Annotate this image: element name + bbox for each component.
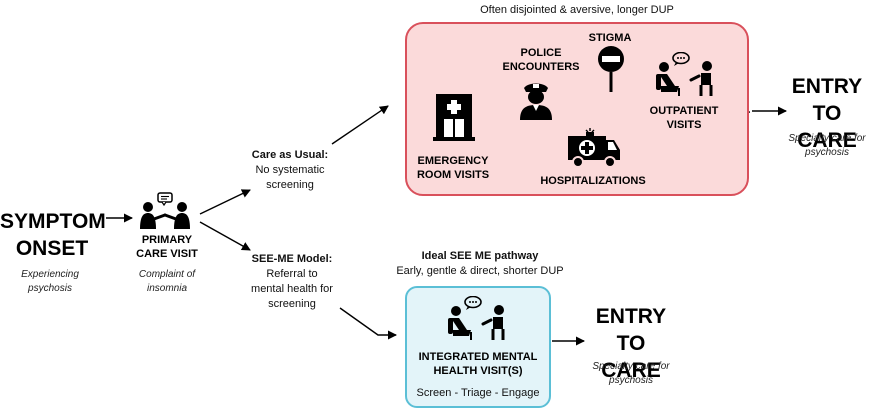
emergency-room-line2: ROOM VISITS	[416, 169, 490, 181]
entry-to-care-bottom-note-line2: psychosis	[609, 375, 653, 386]
see-me-pathway-desc: Early, gentle & direct, shorter DUP	[396, 265, 564, 277]
integrated-visit-label: INTEGRATED MENTAL HEALTH VISIT(S)	[405, 350, 551, 378]
entry-to-care-top-note-line1: Specialty care for	[788, 133, 866, 144]
entry-to-care-bottom: ENTRY TO CARE	[586, 303, 676, 384]
see-me-pathway-title: Ideal SEE ME pathway	[421, 250, 539, 262]
arrow-primary-to-seeme	[199, 221, 251, 251]
see-me-desc-line1: Referral to	[266, 268, 318, 280]
symptom-onset-subtitle-line1: Experiencing	[21, 269, 79, 280]
primary-care-label-line2: CARE VISIT	[136, 248, 198, 260]
hospitalizations-label: HOSPITALIZATIONS	[540, 175, 646, 187]
primary-care-note: Complaint of insomnia	[122, 268, 212, 296]
outpatient-therapy-icon	[656, 52, 713, 96]
outpatient-visits-line2: VISITS	[666, 119, 702, 131]
symptom-onset-title: SYMPTOM ONSET	[0, 208, 106, 262]
see-me-desc-line3: screening	[268, 298, 316, 310]
integrated-visit-line2: HEALTH VISIT(S)	[433, 365, 523, 377]
no-entry-sign-icon	[598, 46, 624, 92]
entry-to-care-bottom-note-line1: Specialty care for	[592, 361, 670, 372]
outpatient-visits-label: OUTPATIENT VISITS	[638, 104, 730, 132]
emergency-room-label: EMERGENCY ROOM VISITS	[408, 154, 498, 182]
ambulance-icon	[568, 128, 620, 168]
police-officer-icon	[520, 83, 552, 120]
entry-to-care-top: ENTRY TO CARE	[784, 73, 870, 154]
doctor-patient-icon	[140, 192, 190, 229]
see-me-text: SEE-ME Model: Referral to mental health …	[240, 252, 344, 312]
primary-care-label: PRIMARY CARE VISIT	[122, 233, 212, 261]
primary-care-note-line2: insomnia	[146, 283, 188, 294]
entry-to-care-top-line2: TO CARE	[797, 102, 857, 152]
police-encounters-line2: ENCOUNTERS	[502, 61, 580, 73]
care-as-usual-desc-line2: screening	[266, 179, 314, 191]
arrow-usual-to-box	[331, 105, 389, 145]
integrated-visit-steps: Screen - Triage - Engage	[416, 387, 540, 399]
care-as-usual-caption: Often disjointed & aversive, longer DUP	[480, 4, 674, 16]
care-as-usual-text: Care as Usual: No systematic screening	[240, 148, 340, 193]
symptom-onset-subtitle-line2: psychosis	[28, 283, 72, 294]
entry-to-care-top-note: Specialty care for psychosis	[784, 132, 870, 160]
entry-to-care-top-note-line2: psychosis	[805, 147, 849, 158]
police-encounters-line1: POLICE	[520, 47, 562, 59]
primary-care-note-line1: Complaint of	[138, 269, 196, 280]
outpatient-visits-line1: OUTPATIENT	[649, 105, 719, 117]
care-as-usual-desc-line1: No systematic	[255, 164, 325, 176]
arrow-seeme-to-box	[339, 307, 397, 340]
primary-care-label-line1: PRIMARY	[141, 234, 193, 246]
emergency-room-line1: EMERGENCY	[417, 155, 489, 167]
integrated-visit-icon	[448, 296, 505, 340]
care-as-usual-title: Care as Usual:	[251, 149, 329, 161]
police-encounters-label: POLICE ENCOUNTERS	[496, 46, 586, 74]
entry-to-care-bottom-line2: TO CARE	[601, 332, 661, 382]
symptom-onset-line2: ONSET	[15, 237, 89, 260]
hospital-building-icon	[433, 94, 475, 141]
arrow-primary-to-usual	[199, 189, 251, 215]
see-me-desc-line2: mental health for	[251, 283, 333, 295]
integrated-visit-line1: INTEGRATED MENTAL	[418, 351, 538, 363]
symptom-onset-line1: SYMPTOM	[0, 210, 106, 233]
entry-to-care-bottom-line1: ENTRY	[595, 305, 667, 328]
stigma-label: STIGMA	[588, 32, 632, 44]
see-me-title: SEE-ME Model:	[251, 253, 333, 265]
see-me-pathway-heading: Ideal SEE ME pathway Early, gentle & dir…	[370, 249, 590, 279]
entry-to-care-top-line1: ENTRY	[791, 75, 863, 98]
entry-to-care-bottom-note: Specialty care for psychosis	[586, 360, 676, 388]
symptom-onset-subtitle: Experiencing psychosis	[0, 268, 100, 296]
